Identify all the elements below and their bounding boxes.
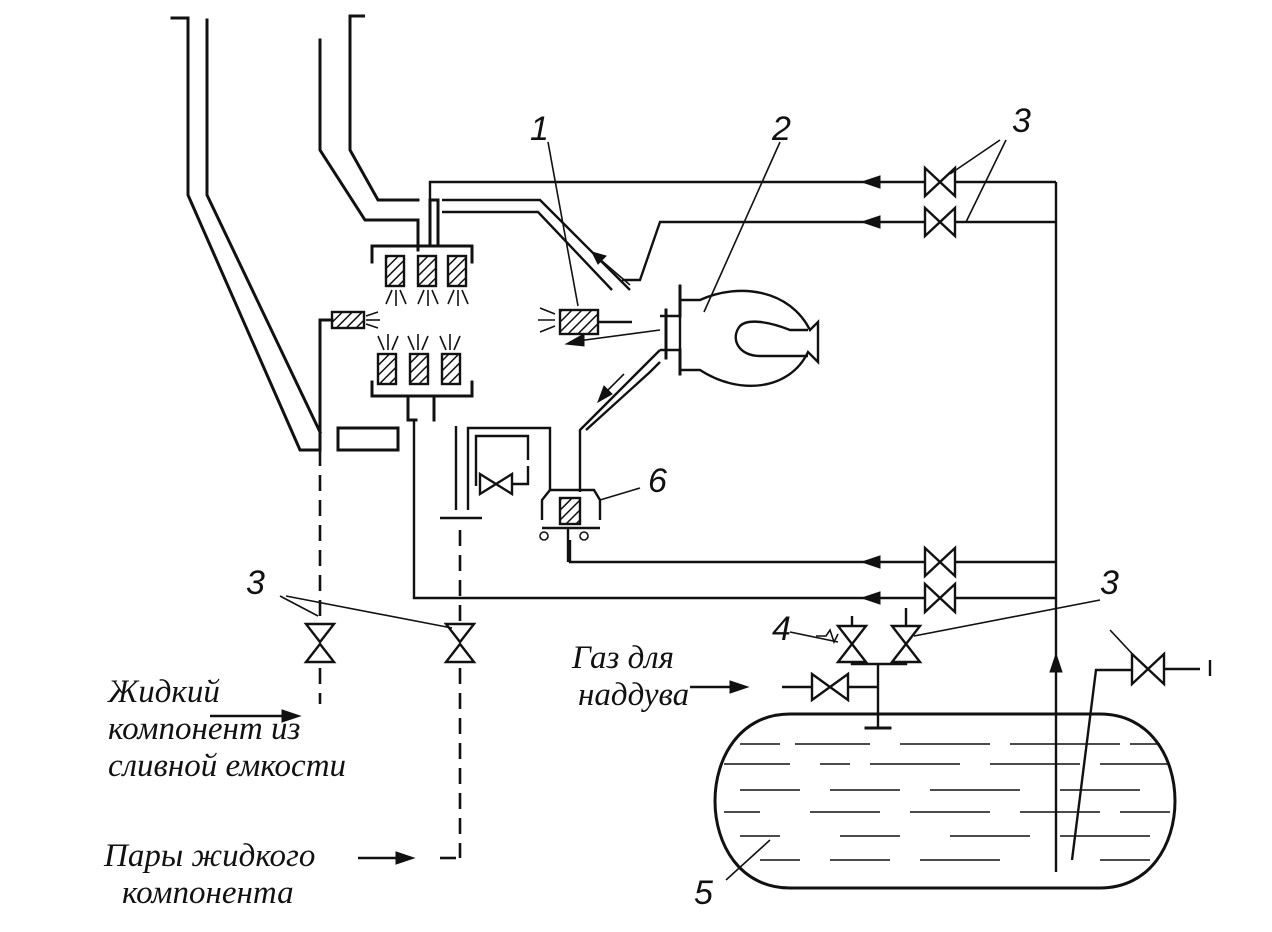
supply-lines bbox=[412, 175, 1063, 872]
caption-liquid-line-3: сливной емкости bbox=[108, 748, 347, 784]
caption-gas-line-1: Газ для bbox=[572, 640, 674, 676]
caption-pressurization-gas: Газ для наддува bbox=[572, 640, 689, 714]
callout-2: 2 bbox=[772, 110, 791, 148]
valve-top-2 bbox=[923, 205, 957, 239]
left-exhaust-duct bbox=[170, 16, 322, 452]
callout-5: 5 bbox=[694, 874, 713, 912]
caption-vapor-line-2: компонента bbox=[122, 875, 294, 911]
injector-lower-1 bbox=[376, 352, 398, 386]
gas-generator bbox=[538, 307, 632, 336]
caption-vapor: Пары жидкого компонента bbox=[104, 838, 315, 912]
valve-mid-1 bbox=[923, 545, 957, 579]
caption-liquid-component: Жидкий компонент из сливной емкости bbox=[108, 674, 346, 785]
valve-left-1 bbox=[303, 622, 337, 664]
callout-3-right: 3 bbox=[1100, 564, 1119, 602]
caption-liquid-line-2: компонент из bbox=[108, 711, 301, 747]
injector-upper-1 bbox=[384, 254, 406, 288]
caption-gas-line-2: наддува bbox=[578, 677, 690, 713]
valves bbox=[303, 165, 1166, 703]
valve-left-2 bbox=[443, 622, 477, 664]
starter-unit-6 bbox=[539, 488, 602, 562]
callout-1: 1 bbox=[530, 110, 549, 148]
valve-gas-inlet bbox=[810, 671, 850, 703]
callout-3-left: 3 bbox=[246, 564, 265, 602]
valve-3-tank bbox=[889, 624, 923, 664]
drain-branch bbox=[440, 426, 552, 520]
dashed-lines bbox=[318, 450, 462, 860]
injector-upper-3 bbox=[446, 254, 468, 288]
caption-arrows bbox=[210, 680, 750, 865]
leader-lines bbox=[279, 139, 1139, 881]
igniter-left bbox=[330, 310, 366, 330]
injector-lower-2 bbox=[408, 352, 430, 386]
callout-3-top: 3 bbox=[1012, 102, 1031, 140]
valve-4 bbox=[835, 624, 869, 664]
turbopump bbox=[564, 284, 820, 492]
valve-mid-2 bbox=[923, 581, 957, 615]
injector-upper-2 bbox=[416, 254, 438, 288]
tank-5 bbox=[713, 608, 1212, 890]
combustion-chamber bbox=[318, 198, 474, 452]
center-exhaust-duct bbox=[318, 14, 420, 252]
caption-vapor-line-1: Пары жидкого bbox=[104, 838, 316, 874]
igniter-1 bbox=[558, 308, 600, 336]
injector-lower-3 bbox=[440, 352, 462, 386]
valve-top-1 bbox=[923, 165, 957, 199]
caption-liquid-line-1: Жидкий bbox=[108, 674, 220, 710]
callout-4: 4 bbox=[772, 610, 791, 648]
callout-6: 6 bbox=[648, 462, 667, 500]
